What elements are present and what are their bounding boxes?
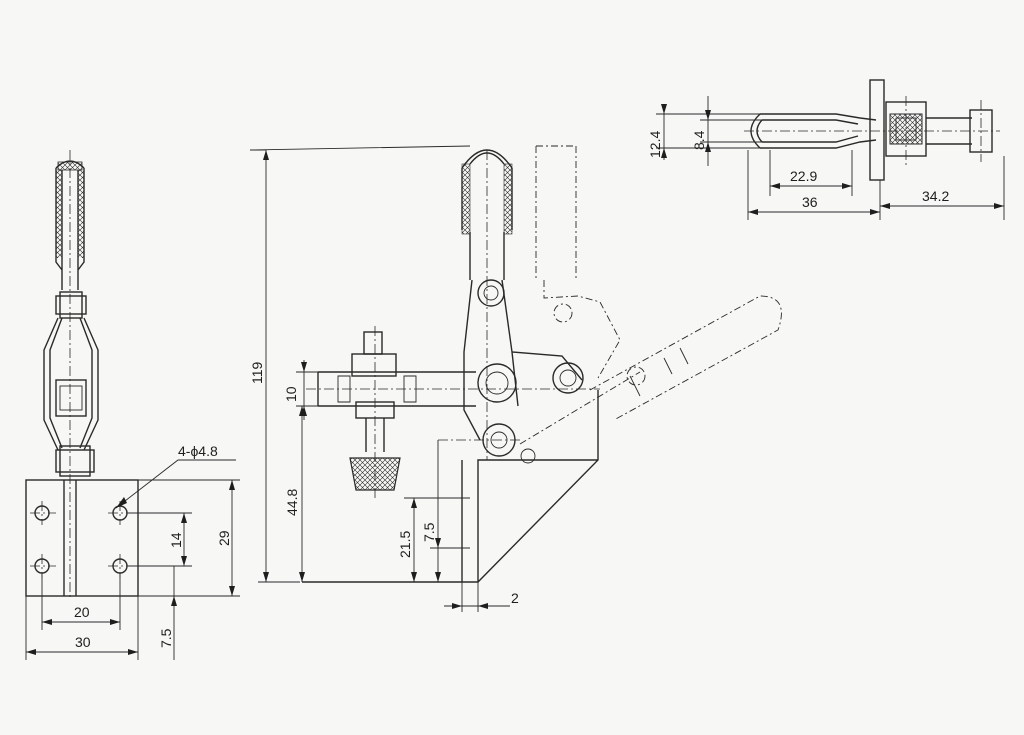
dim-pivot-offset: 7.5	[421, 522, 437, 542]
dim-pivot-height: 21.5	[397, 531, 413, 558]
top-view: 12.4 8.4 22.9 36 34.2	[647, 79, 1005, 220]
dim-arm-thickness: 10	[283, 386, 299, 402]
dim-spindle-height: 44.8	[284, 489, 300, 516]
dim-plate-thickness: 2	[511, 590, 519, 606]
dim-base-hole-pitch-x: 20	[74, 604, 90, 620]
dim-top-width-outer: 12.4	[647, 131, 663, 158]
side-view: 119 10 44.8 21.5 7.5 2	[249, 145, 782, 612]
dim-spindle-reach: 34.2	[922, 188, 949, 204]
dim-arm-length: 36	[802, 194, 818, 210]
dim-overall-height: 119	[249, 361, 265, 384]
dim-base-length: 29	[216, 530, 232, 546]
dim-base-hole-pitch-y: 14	[168, 532, 184, 548]
dim-top-width-inner: 8.4	[691, 130, 707, 150]
dim-base-width: 30	[75, 634, 91, 650]
dim-base-edge-offset: 7.5	[158, 628, 174, 648]
hole-note: 4-ϕ4.8	[178, 443, 218, 459]
dim-slot-length: 22.9	[790, 168, 817, 184]
front-view: 4-ϕ4.8 20 30 14 29 7.5	[25, 150, 240, 660]
